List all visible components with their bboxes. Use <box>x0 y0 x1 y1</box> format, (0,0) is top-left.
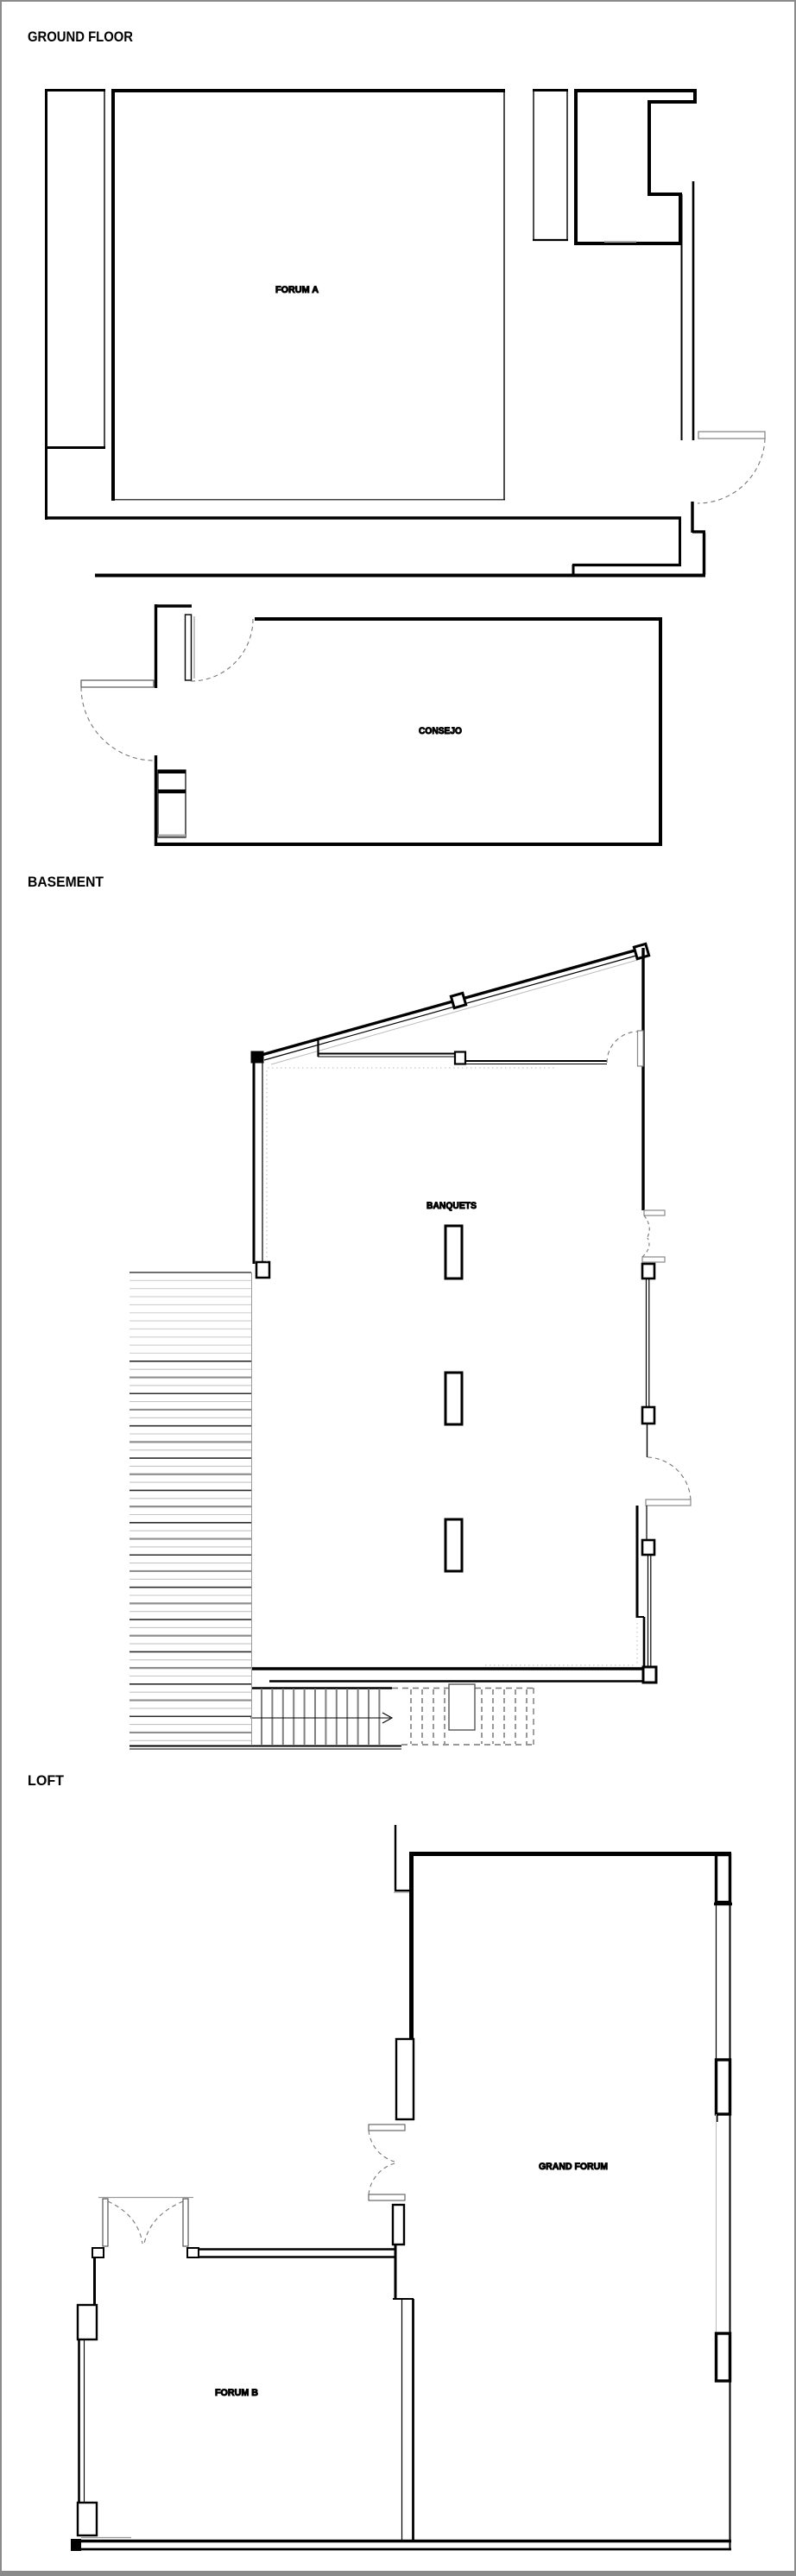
consejo-walls <box>154 604 662 846</box>
bsmt-stair-landing <box>448 1683 476 1731</box>
bsmt-stairs-dashed <box>392 1683 534 1746</box>
bsmt-interior-wall-column <box>453 1051 467 1065</box>
consejo-door-swing-arc <box>190 618 254 682</box>
bsmt-left-wall <box>250 1051 271 1279</box>
bsmt-corner-column <box>641 1665 658 1684</box>
loft-forum-b-west-wall <box>76 2257 98 2537</box>
bsmt-door-upper <box>606 1030 644 1067</box>
loft-grand-forum-doors <box>368 2124 406 2246</box>
loft-south-wall <box>71 2536 731 2551</box>
bsmt-mullion-column-1 <box>641 1262 656 1280</box>
bsmt-column-3 <box>444 1518 464 1573</box>
bsmt-door-upper-swing-arc <box>606 1031 639 1064</box>
bsmt-dotted-guides <box>266 1067 638 1666</box>
bsmt-interior-wall <box>317 1040 607 1065</box>
loft-east-pier-1 <box>714 1853 732 1904</box>
loft-gf-door-arc-1 <box>368 2130 395 2162</box>
loft-east-pier-2 <box>714 2058 732 2116</box>
loft-fb-pilaster-1 <box>76 2303 98 2341</box>
bsmt-stair-risers <box>261 1689 381 1745</box>
bsmt-double-door-arc-1 <box>643 1215 650 1238</box>
section-title-basement: BASEMENT <box>28 874 104 890</box>
bsmt-door-lower <box>645 1456 692 1506</box>
consejo-door-top <box>184 614 254 682</box>
loft-forum-b-doors <box>98 2196 193 2247</box>
basement-section: BASEMENT <box>28 874 692 1750</box>
loft-room-divider-wall <box>393 2245 414 2541</box>
loft-east-pier-3 <box>714 2332 732 2383</box>
bsmt-diagonal-column-2 <box>632 942 651 961</box>
loft-section: LOFT <box>28 1772 732 2551</box>
bsmt-south-walls <box>252 1667 643 1683</box>
ground-floor-section: GROUND FLOOR <box>28 28 766 846</box>
bsmt-interior-columns <box>444 1224 464 1573</box>
loft-door-pier <box>391 2203 406 2246</box>
gf-corridor-walls <box>680 181 695 440</box>
loft-north-west-walls <box>395 1852 731 2121</box>
gf-outer-walls <box>45 89 681 520</box>
gf-door-swing-arc <box>697 438 766 504</box>
ground-floor-plan: FORUM A <box>45 89 766 578</box>
basement-plan: BANQUETS <box>130 942 692 1750</box>
bsmt-diagonal-wall <box>261 942 651 1065</box>
gf-consejo-plan: CONSEJO <box>80 604 662 846</box>
bsmt-double-door-arc-2 <box>641 1237 650 1258</box>
room-label-forum-b: FORUM B <box>215 2388 258 2398</box>
loft-gf-door-arc-2 <box>368 2162 395 2195</box>
loft-fb-door-arc-2 <box>143 2200 184 2245</box>
gf-stair-core <box>574 89 697 245</box>
gf-left-strip <box>45 89 105 449</box>
consejo-door-left <box>80 679 155 761</box>
bsmt-diagonal-column-1 <box>449 991 468 1010</box>
room-label-forum-a: FORUM A <box>275 285 319 295</box>
bsmt-column-1 <box>444 1224 464 1280</box>
gf-mid-strip <box>533 89 568 242</box>
bsmt-ramp-hatch <box>130 1272 251 1741</box>
bsmt-glazed-wall <box>641 1262 656 1457</box>
loft-fb-pilaster-2 <box>76 2501 98 2537</box>
loft-plan: GRAND FORUM FORUM B <box>71 1825 732 2551</box>
bsmt-double-door <box>641 1209 666 1263</box>
room-label-consejo: CONSEJO <box>419 726 462 736</box>
consejo-shaft <box>157 769 186 838</box>
bsmt-left-wall-column <box>255 1260 271 1279</box>
room-label-grand-forum: GRAND FORUM <box>539 2162 608 2172</box>
bsmt-lower-east-wall <box>635 1506 658 1684</box>
bsmt-stairs <box>130 1683 534 1750</box>
bsmt-door-lower-swing-arc <box>647 1456 692 1503</box>
bsmt-mullion-column-3 <box>641 1538 656 1556</box>
gf-vestibule-walls <box>95 502 706 578</box>
loft-fb-door-arc-1 <box>107 2200 143 2245</box>
room-label-banquets: BANQUETS <box>426 1201 477 1211</box>
section-title-loft: LOFT <box>28 1772 65 1789</box>
bsmt-stair-arrow <box>382 1712 394 1724</box>
consejo-left-door-swing-arc <box>80 686 155 761</box>
gf-forum-a-room <box>111 89 505 501</box>
loft-east-wall <box>714 1853 732 2549</box>
loft-west-pilaster <box>395 2037 415 2121</box>
bsmt-column-2 <box>444 1371 464 1426</box>
loft-forum-b-top-wall <box>92 2247 395 2258</box>
section-title-ground-floor: GROUND FLOOR <box>28 28 133 45</box>
gf-entry-door <box>697 431 766 504</box>
bsmt-mullion-column-2 <box>641 1405 656 1425</box>
